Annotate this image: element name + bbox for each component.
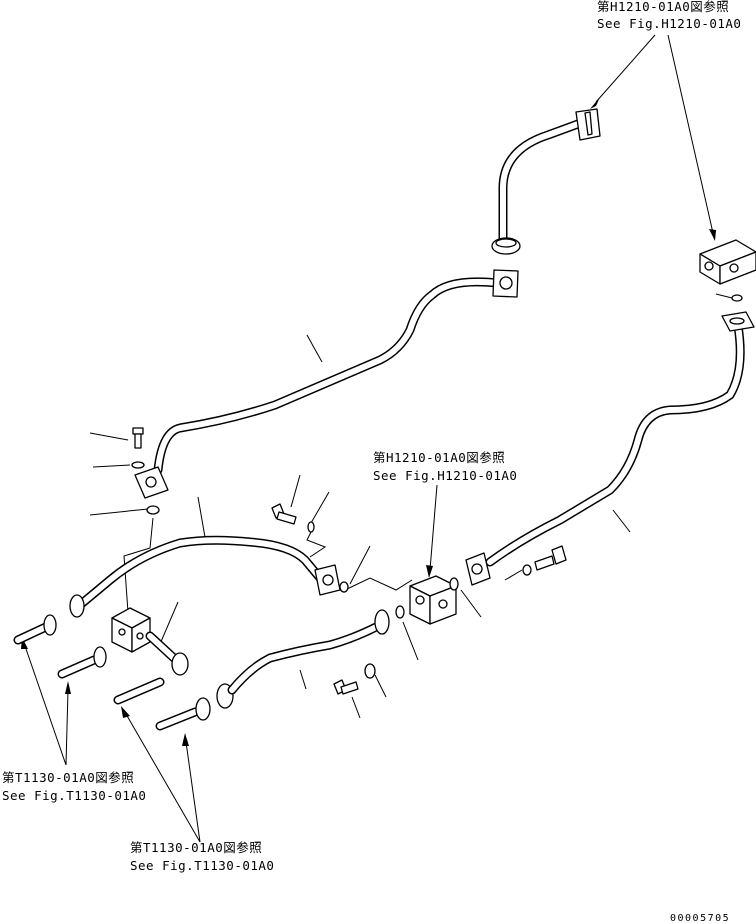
middle-left-pipe — [69, 535, 341, 618]
washer — [307, 521, 315, 533]
flange — [171, 652, 189, 676]
drawing-code: 00005705 — [670, 913, 730, 924]
part-leader-lines — [89, 293, 737, 719]
flange-face — [495, 238, 517, 248]
bolt-set-right — [522, 545, 567, 576]
arrow-head — [182, 733, 189, 746]
o-ring — [731, 294, 743, 302]
o-ring — [146, 505, 160, 515]
bolt-set-lower — [333, 663, 376, 695]
washer — [522, 564, 532, 576]
ref-bottom-left-jp: 第T1130-01A0図参照 — [2, 770, 134, 785]
ref-bottom-center-en: See Fig.T1130-01A0 — [130, 858, 274, 873]
o-ring — [395, 605, 405, 619]
ref-top-right-en: See Fig.H1210-01A0 — [597, 16, 741, 31]
valve-block-right — [699, 239, 756, 302]
ref-top-right-jp: 第H1210-01A0図参照 — [597, 0, 729, 14]
junction-block-left — [111, 607, 189, 676]
ref-center-jp: 第H1210-01A0図参照 — [373, 450, 505, 465]
arrow-head — [65, 681, 71, 694]
arrow-head — [121, 706, 130, 718]
flange — [43, 614, 57, 636]
left-fittings — [13, 614, 234, 731]
flange — [584, 111, 593, 136]
right-pipe — [465, 311, 755, 586]
flange — [69, 594, 85, 618]
ref-bottom-center-jp: 第T1130-01A0図参照 — [130, 840, 262, 855]
center-junction-block — [409, 575, 459, 625]
upper-right-pipe — [491, 108, 601, 255]
arrow-head — [590, 97, 600, 109]
arrow-head — [709, 229, 716, 241]
arrow-head — [426, 565, 433, 578]
flange — [93, 646, 107, 668]
flange — [195, 697, 211, 721]
bolt-set-left — [131, 427, 160, 515]
washer — [364, 663, 376, 679]
o-ring — [449, 577, 459, 591]
washer — [131, 461, 145, 469]
long-upper-pipe — [134, 269, 519, 499]
lower-middle-pipe — [227, 605, 405, 695]
leader-arrows — [21, 34, 716, 843]
ref-bottom-left-en: See Fig.T1130-01A0 — [2, 788, 146, 803]
o-ring — [339, 581, 349, 593]
ref-center-en: See Fig.H1210-01A0 — [373, 468, 517, 483]
bolt-set-middle — [271, 503, 349, 593]
flange — [374, 609, 390, 635]
